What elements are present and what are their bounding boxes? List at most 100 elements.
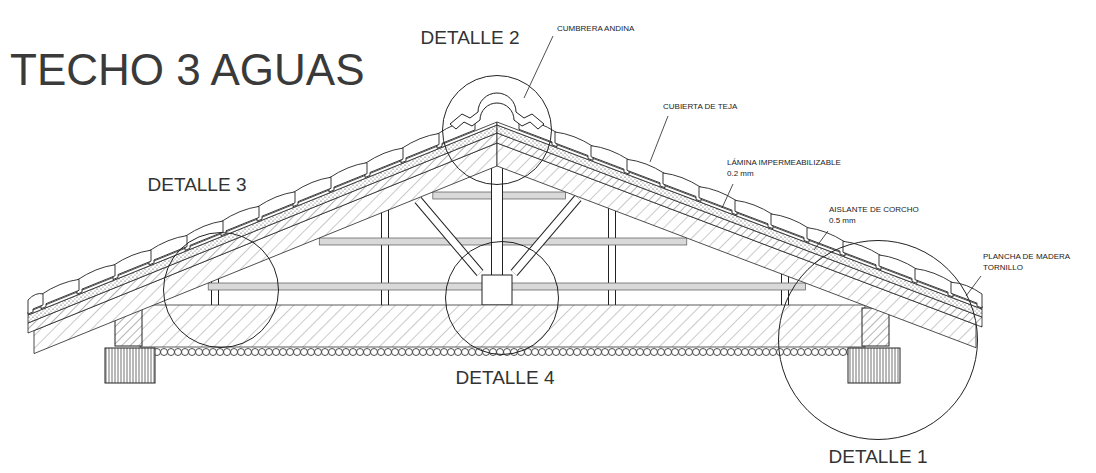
detail-label: DETALLE 3 bbox=[148, 175, 247, 196]
log-row bbox=[238, 349, 245, 356]
roof-tile bbox=[293, 177, 331, 206]
log-row bbox=[245, 349, 252, 356]
log-row bbox=[399, 349, 406, 356]
log-row bbox=[581, 349, 588, 356]
log-row bbox=[371, 349, 378, 356]
rafter bbox=[497, 143, 976, 348]
detail-circle-outline bbox=[446, 242, 559, 355]
log-row bbox=[161, 349, 168, 356]
roof-tile bbox=[257, 192, 295, 221]
wood-plank bbox=[28, 133, 497, 333]
part-label: CUMBRERA ANDINA bbox=[557, 25, 634, 34]
leader-line bbox=[814, 231, 828, 250]
roof-tile bbox=[879, 255, 917, 283]
log-row bbox=[189, 349, 196, 356]
log-row bbox=[287, 349, 294, 356]
log-row bbox=[749, 349, 756, 356]
log-row bbox=[392, 349, 399, 356]
log-row bbox=[770, 349, 777, 356]
log-row bbox=[791, 349, 798, 356]
log-row bbox=[210, 349, 217, 356]
log-row bbox=[798, 349, 805, 356]
part-label: 0.2 mm bbox=[727, 170, 754, 179]
roof-tile bbox=[41, 279, 79, 308]
log-row bbox=[602, 349, 609, 356]
detail-label: DETALLE 2 bbox=[421, 28, 520, 49]
detail-outline bbox=[442, 75, 552, 185]
log-row bbox=[784, 349, 791, 356]
log-row bbox=[665, 349, 672, 356]
log-row bbox=[728, 349, 735, 356]
log-row bbox=[707, 349, 714, 356]
detail-circle: DETALLE 3 bbox=[163, 232, 279, 348]
leader-line bbox=[650, 116, 668, 162]
log-row bbox=[812, 349, 819, 356]
wall-base bbox=[848, 348, 900, 383]
log-row bbox=[441, 349, 448, 356]
log-row bbox=[679, 349, 686, 356]
log-row bbox=[231, 349, 238, 356]
roof-tile bbox=[401, 133, 439, 162]
log-row bbox=[637, 349, 644, 356]
roof-tile bbox=[555, 132, 593, 160]
truss-post bbox=[608, 208, 616, 305]
log-row bbox=[406, 349, 413, 356]
post-block bbox=[482, 275, 512, 305]
log-row bbox=[623, 349, 630, 356]
detail-outline bbox=[445, 241, 559, 355]
waterproof-sheet bbox=[497, 122, 982, 309]
roof-tile bbox=[28, 294, 43, 314]
log-row bbox=[266, 349, 273, 356]
leader-line bbox=[966, 276, 981, 296]
log-row bbox=[686, 349, 693, 356]
truss-post bbox=[381, 209, 389, 305]
roof-tile bbox=[807, 228, 845, 256]
log-row bbox=[469, 349, 476, 356]
detail-circle-outline bbox=[164, 233, 279, 348]
part-label: AISLANTE DE CORCHO bbox=[829, 206, 919, 215]
log-row bbox=[378, 349, 385, 356]
log-row bbox=[511, 349, 518, 356]
log-row bbox=[259, 349, 266, 356]
log-row bbox=[448, 349, 455, 356]
rafter bbox=[34, 143, 497, 354]
part-label: LÁMINA IMPERMEABILIZABLE bbox=[727, 159, 841, 168]
detail-circle-outline bbox=[779, 241, 978, 440]
roof-tile bbox=[915, 269, 953, 297]
part-label: CUBIERTA DE TEJA bbox=[663, 103, 737, 112]
roof-tile bbox=[221, 206, 259, 235]
detail-outline bbox=[778, 240, 978, 440]
log-row bbox=[546, 349, 553, 356]
log-row bbox=[651, 349, 658, 356]
log-row bbox=[168, 349, 175, 356]
roof-tile bbox=[77, 265, 115, 294]
log-row bbox=[434, 349, 441, 356]
log-row bbox=[588, 349, 595, 356]
truss-post bbox=[382, 209, 388, 305]
detail-outline bbox=[163, 232, 279, 348]
log-row bbox=[336, 349, 343, 356]
log-row bbox=[357, 349, 364, 356]
wood-plank bbox=[497, 133, 982, 327]
king-post bbox=[491, 150, 503, 276]
log-row bbox=[742, 349, 749, 356]
detail-label: DETALLE 1 bbox=[829, 447, 928, 468]
roof-tile bbox=[843, 241, 881, 269]
log-row bbox=[539, 349, 546, 356]
log-row bbox=[833, 349, 840, 356]
log-row bbox=[224, 349, 231, 356]
cork-insulation bbox=[497, 125, 982, 317]
detail-circle: DETALLE 2 bbox=[442, 75, 552, 185]
log-row bbox=[252, 349, 259, 356]
log-row bbox=[700, 349, 707, 356]
log-row bbox=[329, 349, 336, 356]
truss-post bbox=[609, 208, 615, 305]
log-row bbox=[553, 349, 560, 356]
log-row bbox=[595, 349, 602, 356]
roof-tile bbox=[365, 148, 403, 177]
detail-circle: DETALLE 4 bbox=[445, 241, 559, 355]
truss-strut bbox=[514, 198, 578, 273]
leader-line bbox=[722, 184, 733, 208]
log-row bbox=[217, 349, 224, 356]
log-row bbox=[343, 349, 350, 356]
